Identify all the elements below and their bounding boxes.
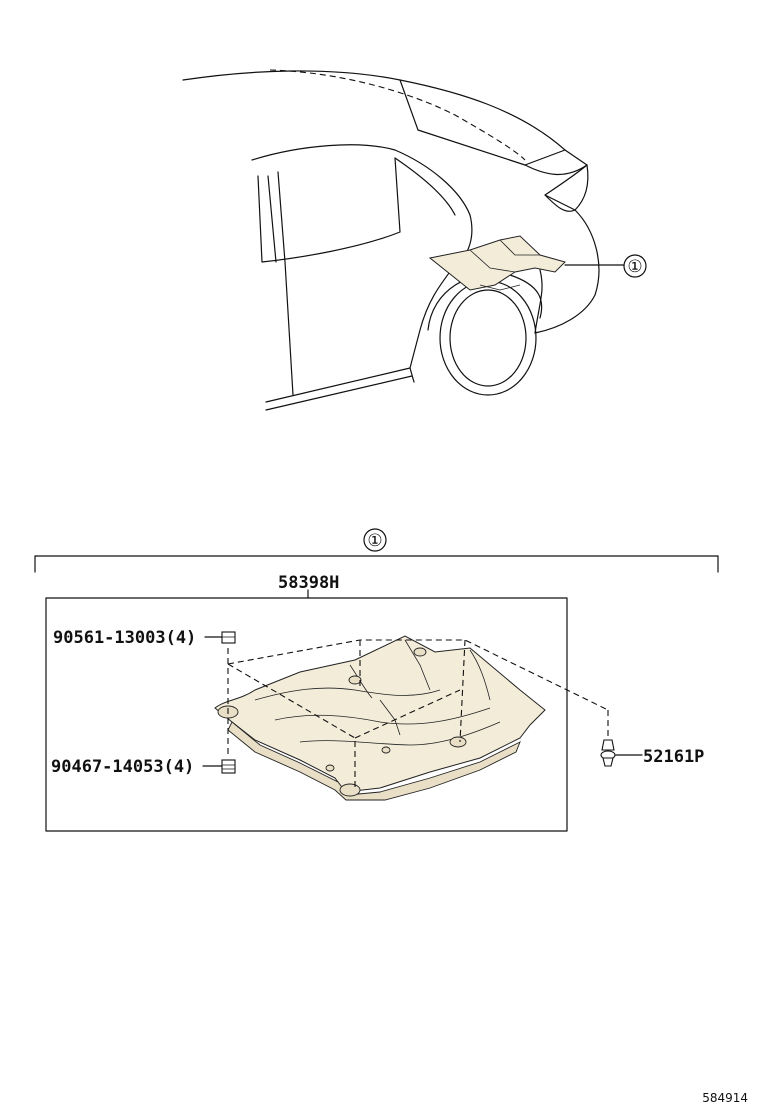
washer-fastener: 90467-14053(4) (51, 757, 236, 777)
assembly-box (45, 597, 568, 832)
part-number-58398h: 58398H (278, 573, 339, 593)
callout-label-assembly: ① (367, 531, 382, 551)
assembly-bracket: ① (34, 528, 719, 573)
illustration-id: 584914 (702, 1091, 748, 1105)
callout-marker-vehicle: ① (623, 254, 647, 278)
clip-fastener: 52161P (600, 739, 704, 767)
part-number-90561: 90561-13003(4) (53, 628, 196, 648)
mounting-guide-lines (227, 639, 609, 790)
vehicle-rear-illustration (182, 69, 625, 411)
part-number-90467: 90467-14053(4) (51, 757, 194, 777)
under-cover-panel (214, 635, 546, 801)
callout-label-vehicle: ① (627, 257, 642, 277)
part-number-52161p: 52161P (643, 747, 704, 767)
nut-fastener: 90561-13003(4) (53, 628, 236, 648)
